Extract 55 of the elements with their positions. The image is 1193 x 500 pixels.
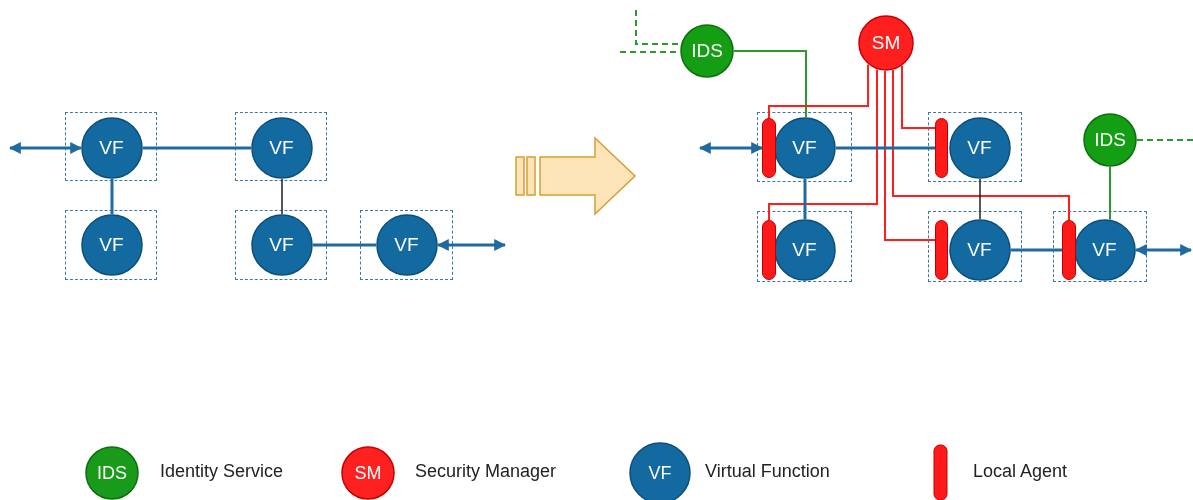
circle-node: SM (858, 15, 914, 71)
dashed-box (757, 211, 852, 282)
connector-line (1011, 248, 1062, 252)
connector-line (8, 142, 83, 154)
connector-line (281, 178, 283, 215)
connector-line (768, 68, 878, 221)
dashed-box (65, 210, 157, 280)
dashed-box (65, 112, 157, 181)
connector-line (884, 70, 936, 241)
connector-line (1136, 139, 1193, 141)
circle-node: VF (1073, 218, 1136, 281)
circle-node: IDS (1083, 113, 1137, 167)
legend-label: Local Agent (973, 461, 1068, 482)
agent-bar (761, 117, 776, 178)
circle-node: VF (80, 116, 143, 179)
connector-line (836, 146, 935, 150)
circle-node: VF (375, 213, 438, 276)
legend-label: Security Manager (415, 461, 557, 482)
connector-line (698, 142, 764, 154)
connector-line (892, 69, 1070, 221)
circle-node: VF (948, 116, 1011, 179)
connector-line (110, 179, 114, 214)
connector-line (1109, 166, 1111, 221)
agent-bar (1061, 219, 1076, 280)
dashed-box (928, 112, 1022, 182)
circle-node: VF (948, 218, 1011, 281)
circle-node: IDS (680, 24, 734, 78)
connector-line (1134, 244, 1193, 256)
connector-line (436, 239, 507, 251)
circle-node: VF (250, 116, 313, 179)
legend-abbreviation: SM (353, 461, 383, 485)
connector-line (733, 50, 807, 118)
dashed-box (360, 210, 453, 280)
legend-abbreviation: VF (647, 461, 673, 485)
dashed-box (235, 210, 327, 280)
connector-line (901, 65, 936, 129)
circle-node: VF (80, 213, 143, 276)
circle-node: VF (773, 116, 836, 179)
connector-line (768, 63, 869, 119)
agent-bar (934, 117, 948, 178)
dashed-box (1053, 211, 1147, 282)
connector-line (143, 146, 251, 150)
circle-node: VF (773, 218, 836, 281)
agent-bar (934, 219, 948, 280)
legend-label: Virtual Function (705, 461, 830, 482)
dashed-box (757, 112, 852, 182)
legend-abbreviation: IDS (96, 461, 128, 485)
dashed-box (928, 211, 1022, 282)
legend-label: Identity Service (160, 461, 284, 482)
dashed-box (235, 112, 327, 181)
agent-bar (761, 219, 776, 280)
circle-node: VF (250, 213, 313, 276)
connector-line (979, 178, 981, 220)
connector-line (803, 179, 807, 219)
connector-line (313, 243, 376, 247)
